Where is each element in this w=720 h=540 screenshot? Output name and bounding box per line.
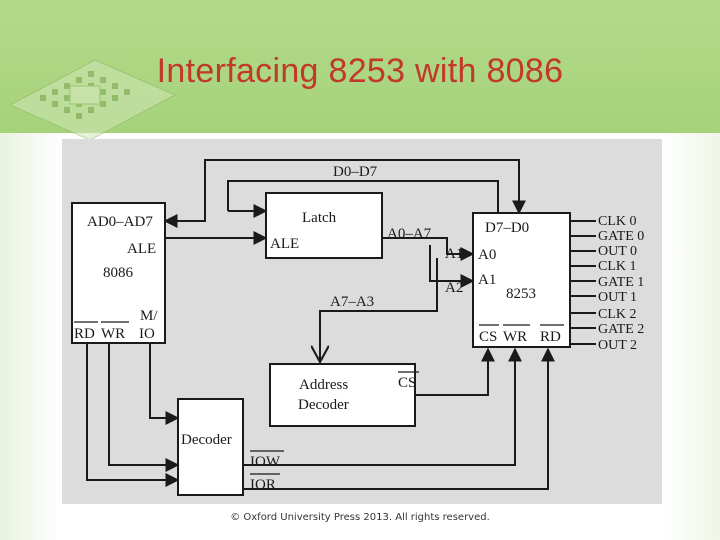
timer-a0-label: A0	[478, 247, 496, 263]
cs-line	[415, 347, 495, 396]
timer-pin-stubs	[570, 220, 596, 345]
latch-name-label: Latch	[302, 210, 337, 226]
a7-a3-label: A7–A3	[330, 294, 374, 310]
a2-line-label: A2	[445, 280, 463, 296]
a2-line	[429, 245, 475, 288]
decoder-name-label: Decoder	[181, 432, 232, 448]
a1-line-label: A1	[445, 246, 463, 262]
cpu-8086-block	[71, 202, 166, 344]
cpu-mio-bottom-label: IO	[139, 326, 155, 342]
decoder-ior-label: IOR	[250, 477, 276, 493]
timer-pin-label: OUT 2	[598, 338, 637, 353]
rd-line	[86, 343, 180, 487]
timer-wr-label: WR	[503, 329, 527, 345]
right-decoration	[662, 133, 720, 540]
iow-line	[243, 347, 522, 466]
data-bus-label: D0–D7	[333, 164, 378, 180]
timer-a1-label: A1	[478, 272, 496, 288]
ior-line	[243, 347, 555, 490]
timer-pin-label: GATE 2	[598, 322, 644, 337]
latch-ale-label: ALE	[270, 236, 299, 252]
timer-rd-label: RD	[540, 329, 561, 345]
cpu-mio-top-label: M/	[140, 308, 158, 324]
timer-pin-label: GATE 1	[598, 275, 644, 290]
timer-pin-labels: CLK 0 GATE 0 OUT 0 CLK 1 GATE 1 OUT 1 CL…	[598, 214, 644, 353]
decoder-block	[177, 398, 244, 496]
cpu-wr-label: WR	[101, 326, 125, 342]
processor-chip-icon	[8, 59, 177, 140]
slide-title: Interfacing 8253 with 8086	[156, 52, 564, 90]
data-bus-line	[163, 159, 526, 228]
cpu-ad-pins-label: AD0–AD7	[87, 214, 153, 230]
cpu-rd-label: RD	[74, 326, 95, 342]
left-decoration	[0, 133, 60, 540]
wr-line	[108, 343, 180, 472]
cpu-to-latch-line	[227, 180, 499, 213]
copyright-footer: © Oxford University Press 2013. All righ…	[230, 512, 490, 523]
timer-pin-label: OUT 1	[598, 290, 637, 305]
timer-pin-label: OUT 0	[598, 244, 637, 259]
timer-name-label: 8253	[506, 286, 536, 302]
address-decoder-line2: Decoder	[298, 397, 349, 413]
timer-data-label: D7–D0	[485, 220, 529, 236]
mio-line	[149, 343, 180, 425]
a0-a7-label: A0–A7	[387, 226, 432, 242]
timer-cs-label: CS	[479, 329, 497, 345]
address-decoder-block	[269, 363, 416, 427]
cpu-ale-label: ALE	[127, 241, 156, 257]
timer-pin-label: GATE 0	[598, 229, 644, 244]
decoder-iow-label: IOW	[250, 454, 281, 470]
address-decoder-cs-label: CS	[398, 375, 416, 391]
address-decoder-line1: Address	[299, 377, 348, 393]
cpu-name-label: 8086	[103, 265, 134, 281]
a7-a3-line	[320, 258, 438, 362]
a1-line	[382, 237, 475, 261]
timer-pin-label: CLK 2	[598, 307, 637, 322]
timer-pin-label: CLK 0	[598, 214, 637, 229]
timer-pin-label: CLK 1	[598, 259, 637, 274]
